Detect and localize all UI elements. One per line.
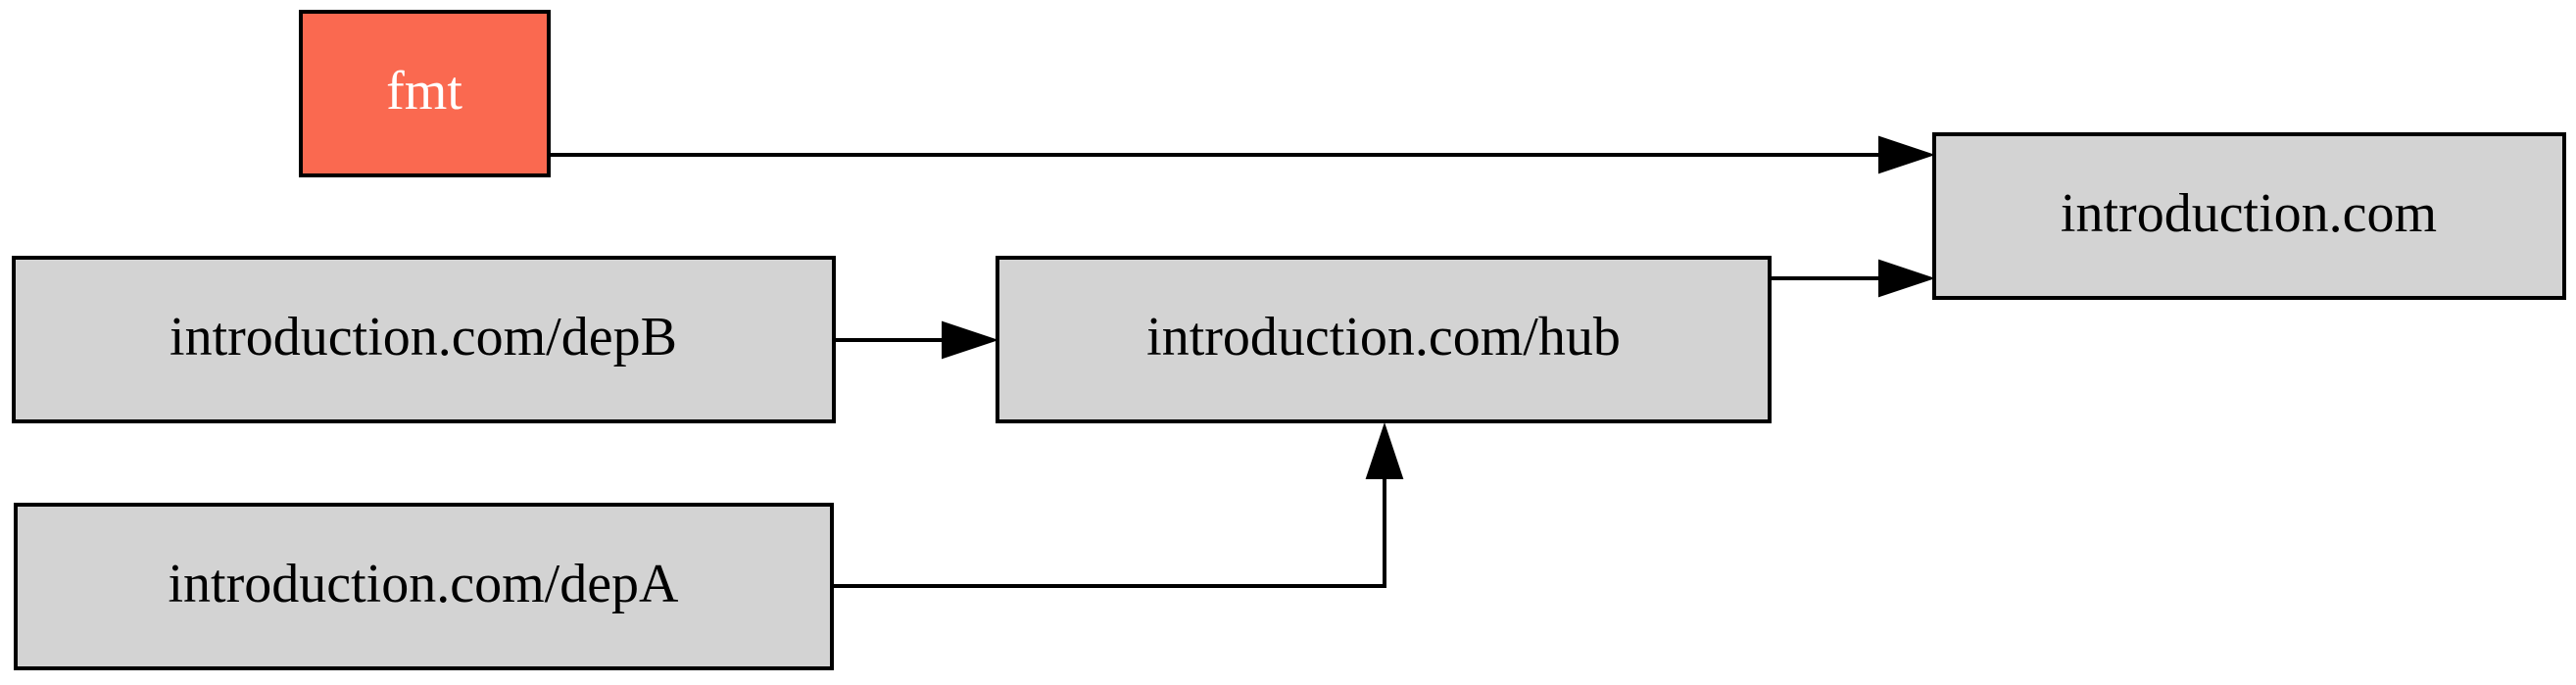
arrowhead-icon (1878, 259, 1936, 298)
edge-depA-to-hub (832, 421, 1404, 588)
node-box (996, 256, 1772, 423)
node-box (299, 10, 551, 177)
edge-hub-to-root (1770, 259, 1936, 298)
arrowhead-icon (1878, 135, 1936, 174)
node-introduction-com-depB: introduction.com/depB (12, 256, 836, 423)
edge-depB-to-hub (834, 320, 999, 360)
node-introduction-com-hub: introduction.com/hub (996, 256, 1772, 423)
node-box (1932, 132, 2566, 300)
node-box (14, 503, 834, 670)
edge-line (832, 474, 1386, 588)
edge-fmt-to-root (549, 135, 1936, 174)
node-fmt: fmt (299, 10, 551, 177)
node-box (12, 256, 836, 423)
arrowhead-icon (942, 320, 999, 360)
node-label: fmt (386, 61, 462, 122)
node-label: introduction.com/depB (170, 307, 677, 367)
arrowhead-icon (1365, 421, 1404, 479)
node-introduction-com-depA: introduction.com/depA (14, 503, 834, 670)
node-label: introduction.com (2061, 183, 2437, 244)
node-label: introduction.com/hub (1146, 307, 1621, 367)
node-introduction-com: introduction.com (1932, 132, 2566, 300)
node-label: introduction.com/depA (168, 554, 679, 614)
